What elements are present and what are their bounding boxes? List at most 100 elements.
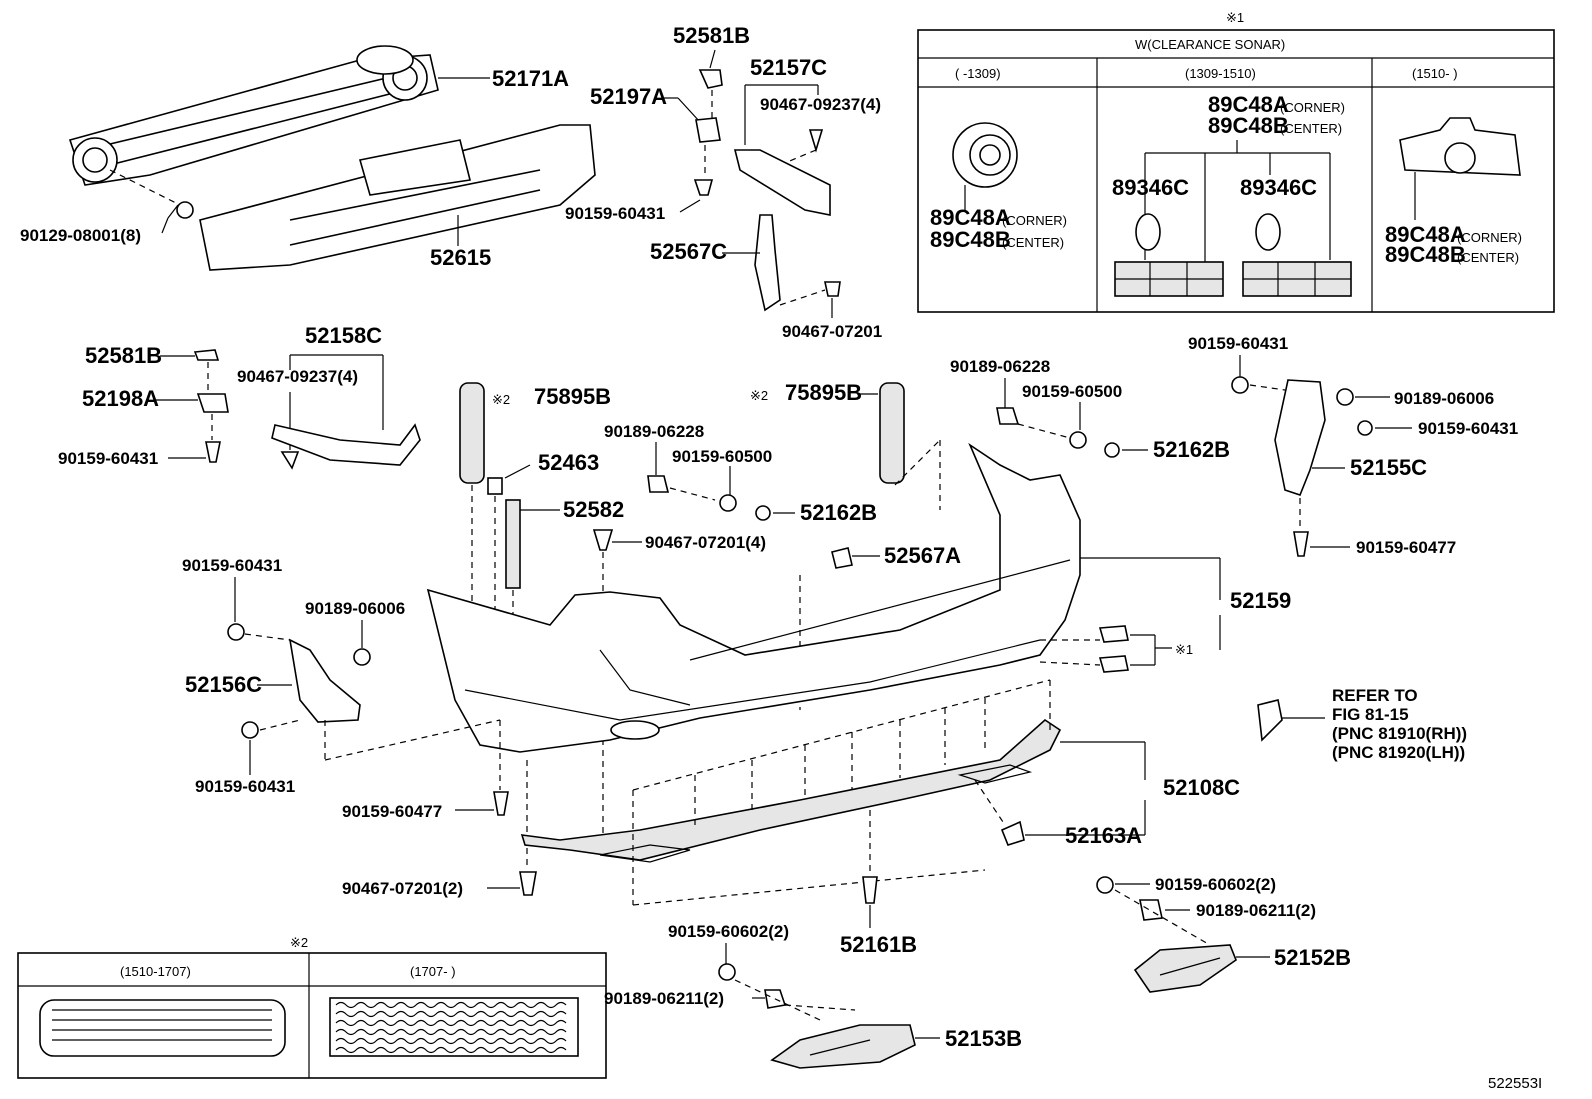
- clip-icon: [280, 451, 300, 470]
- callout-90159-60431-l2: 90159-60431: [195, 777, 295, 796]
- note1-mark: ※1: [1175, 642, 1193, 657]
- callout-90159-60602-bl: 90159-60602(2): [668, 922, 789, 941]
- sonar-c1-b: 89C48B: [930, 227, 1011, 252]
- sonar-c3-a-sub: (CORNER): [1457, 230, 1522, 245]
- bolt-icon: [718, 963, 736, 981]
- refer-line2: FIG 81-15: [1332, 705, 1409, 724]
- callout-52567C: 52567C: [650, 239, 727, 264]
- callout-52582: 52582: [563, 497, 624, 522]
- callout-90467-07201-4: 90467-07201(4): [645, 533, 766, 552]
- callout-90189-06006-l: 90189-06006: [305, 599, 405, 618]
- reflector-table: ※2 (1510-1707) (1707- ): [17, 935, 607, 1079]
- callout-52198A: 52198A: [82, 386, 159, 411]
- refer-line1: REFER TO: [1332, 686, 1418, 705]
- sonar-c3-b-sub: (CENTER): [1457, 250, 1519, 265]
- callout-90129-08001: 90129-08001(8): [20, 226, 141, 245]
- grommet-icon: [1104, 442, 1120, 458]
- callout-90159-60431-l1: 90159-60431: [182, 556, 282, 575]
- callout-52156C: 52156C: [185, 672, 262, 697]
- callout-52581B-left: 52581B: [85, 343, 162, 368]
- refer-line3: (PNC 81910(RH)): [1332, 724, 1467, 743]
- bracket-52158C: [271, 423, 421, 466]
- screw-icon: [1293, 531, 1309, 557]
- sonar-c2-left: 89346C: [1112, 175, 1189, 200]
- callout-52108C: 52108C: [1163, 775, 1240, 800]
- bumper-cover-52159: [426, 442, 1081, 753]
- callout-52171A: 52171A: [492, 66, 569, 91]
- callout-52567A: 52567A: [884, 543, 961, 568]
- sonar-c3-a: 89C48A: [1385, 222, 1466, 247]
- sonar-col1-header: ( -1309): [955, 66, 1001, 81]
- callout-75895B-left: 75895B: [534, 384, 611, 409]
- bumper-absorber-52615: [199, 124, 596, 271]
- callout-52163A: 52163A: [1065, 823, 1142, 848]
- clip-icon: [592, 529, 614, 551]
- callout-52153B: 52153B: [945, 1026, 1022, 1051]
- nut-icon: [1336, 388, 1354, 406]
- sonar-col2-header: (1309-1510): [1185, 66, 1256, 81]
- callout-52159: 52159: [1230, 588, 1291, 613]
- bracket-52155C: [1274, 379, 1326, 496]
- bolt-icon: [227, 623, 245, 641]
- sonar-c2-b-sub: (CENTER): [1280, 121, 1342, 136]
- callout-90159-60431-rt2: 90159-60431: [1418, 419, 1518, 438]
- bolt-icon: [719, 494, 737, 512]
- cover-52163A-icon: [1000, 820, 1025, 846]
- bracket-52567C: [754, 214, 781, 312]
- seal-52582: [505, 499, 521, 589]
- callout-90159-60500-right: 90159-60500: [1022, 382, 1122, 401]
- screw-icon: [205, 441, 221, 463]
- callout-52197A: 52197A: [590, 84, 667, 109]
- callout-90189-06211-br: 90189-06211(2): [1196, 901, 1316, 920]
- callout-90159-60431-rt: 90159-60431: [1188, 334, 1288, 353]
- bolt-icon: [167, 201, 194, 219]
- retainer-icon: [695, 117, 721, 143]
- nut-icon: [353, 648, 371, 666]
- sonar-table-title: W(CLEARANCE SONAR): [1135, 37, 1285, 52]
- note2-mark-left: ※2: [492, 392, 510, 407]
- callout-90467-07201-2: 90467-07201(2): [342, 879, 463, 898]
- callout-90189-06006-rt: 90189-06006: [1394, 389, 1494, 408]
- housing-52152B: [1133, 944, 1237, 993]
- callout-90159-60477-l: 90159-60477: [342, 802, 442, 821]
- reflector-75895B-left: [459, 382, 485, 484]
- screw-icon: [693, 179, 714, 196]
- sonar-c2-a-sub: (CORNER): [1280, 100, 1345, 115]
- clip-icon: [487, 477, 503, 495]
- callout-52161B: 52161B: [840, 932, 917, 957]
- sensor-retainer-icon: [1098, 655, 1129, 673]
- callout-90189-06228-right: 90189-06228: [950, 357, 1050, 376]
- clip-icon: [519, 871, 537, 896]
- sonar-c2-b: 89C48B: [1208, 113, 1289, 138]
- sonar-c3-b: 89C48B: [1385, 242, 1466, 267]
- bolt-icon: [1357, 420, 1373, 436]
- bolt-icon: [1069, 431, 1087, 449]
- callout-90467-09237-left: 90467-09237(4): [237, 367, 358, 386]
- clip-icon: [831, 547, 853, 569]
- nut-icon: [1139, 899, 1163, 921]
- callout-90159-60431-top: 90159-60431: [565, 204, 665, 223]
- callout-52157C: 52157C: [750, 55, 827, 80]
- screw-icon: [493, 791, 509, 816]
- grommet-icon: [755, 505, 771, 521]
- sonar-c2-right: 89346C: [1240, 175, 1317, 200]
- sensor-retainer-icon: [1114, 213, 1224, 297]
- housing-52153B: [770, 1024, 916, 1069]
- callout-90467-07201-top: 90467-07201: [782, 322, 882, 341]
- nut-icon: [647, 475, 670, 493]
- figure-id: 522553I: [1488, 1075, 1542, 1092]
- sonar-sensor-icon: [952, 122, 1018, 188]
- sonar-sensor-bracket-icon: [1399, 117, 1521, 176]
- callout-90159-60602-br: 90159-60602(2): [1155, 875, 1276, 894]
- callout-52162B-right: 52162B: [1153, 437, 1230, 462]
- reflector-note-mark: ※2: [290, 935, 308, 950]
- refer-note: REFER TO FIG 81-15 (PNC 81910(RH)) (PNC …: [1332, 686, 1467, 762]
- nut-icon: [996, 407, 1020, 425]
- callout-52155C: 52155C: [1350, 455, 1427, 480]
- light-icon: [1257, 699, 1283, 742]
- callout-90189-06211-bl: 90189-06211(2): [604, 989, 724, 1008]
- retainer-icon: [196, 393, 229, 413]
- clip-icon: [808, 129, 824, 153]
- sonar-note-mark: ※1: [1226, 10, 1244, 25]
- clip-icon: [698, 69, 723, 89]
